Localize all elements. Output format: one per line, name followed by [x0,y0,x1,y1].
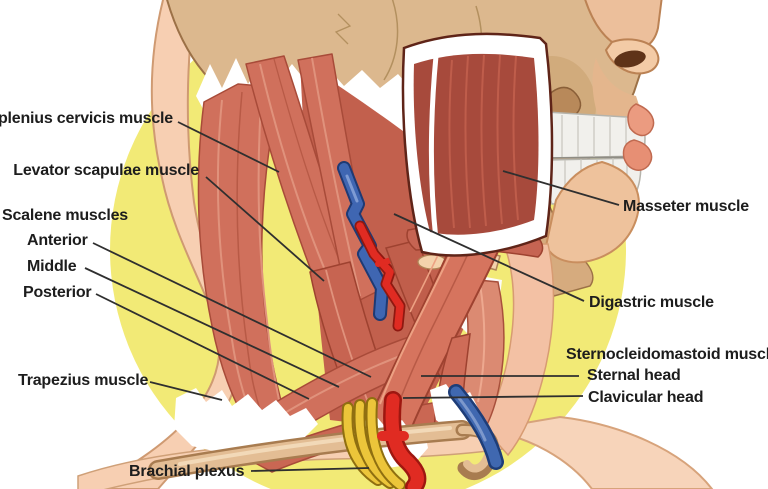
label-brachial-plexus: Brachial plexus [129,463,245,480]
label-scalene-posterior: Posterior [23,284,92,301]
label-trapezius: Trapezius muscle [18,372,149,389]
leader-trapezius [149,381,223,401]
masseter-muscle [401,32,554,257]
leader-masseter [502,170,620,206]
label-splenius-cervicis: Splenius cervicis muscle [0,110,173,127]
label-scalene-middle: Middle [27,258,77,275]
leader-levator [205,176,325,282]
label-scalene-anterior: Anterior [27,232,88,249]
suture-line [383,0,399,81]
mouth [544,103,655,264]
face [584,0,663,122]
back-skin [94,0,236,489]
lower-lip [622,139,653,171]
leader-splenius [177,121,280,173]
upper-lip [627,103,655,137]
label-masseter: Masseter muscle [623,198,749,215]
label-sternal-head: Sternal head [587,367,681,384]
leader-scalene-anterior [92,242,372,378]
brachial-plexus-nerves [341,397,406,489]
leader-scalene-posterior [95,293,310,400]
chin [544,160,640,264]
subclavian-vein [448,384,504,470]
suture-line [334,13,352,45]
leader-lines [84,121,620,472]
label-clavicular-head: Clavicular head [588,389,704,406]
splenius-cervicis-muscle [245,55,355,295]
label-levator-scapulae: Levator scapulae muscle [13,162,199,179]
nostril [614,50,646,68]
label-scalene-muscles: Scalene muscles [2,207,128,224]
subclavian-artery [377,391,427,489]
leader-scalene-middle [84,267,340,388]
label-digastric: Digastric muscle [589,294,714,311]
leader-digastric [393,213,585,302]
upper-jaw-skin [592,58,644,122]
masseter-fibers [448,54,519,229]
leader-brachial-plexus [250,467,370,472]
leader-clavicular-head [402,395,584,399]
label-sternocleidomastoid: Sternocleidomastoid muscle [566,346,768,363]
